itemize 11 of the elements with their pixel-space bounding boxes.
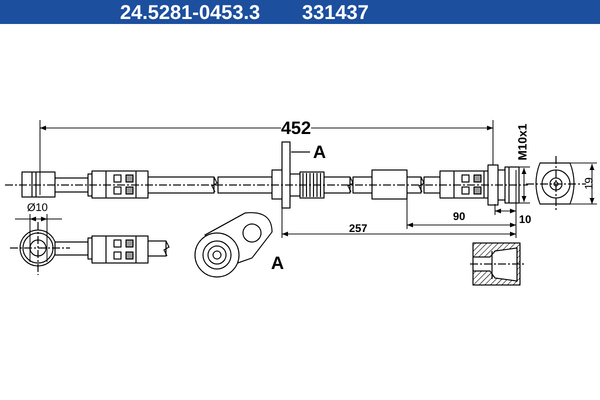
section-label: A — [271, 254, 284, 272]
dimension-value: 452 — [281, 119, 312, 137]
thread-size: M10x1 — [516, 124, 528, 160]
section-label: A — [313, 143, 326, 161]
dimension-value: Ø10 — [27, 203, 48, 214]
dimension-value: 257 — [349, 224, 368, 235]
dimension-value: 19 — [584, 177, 596, 190]
part-number: 331437 — [302, 3, 369, 23]
dimension-value: 10 — [519, 215, 532, 226]
dimension-value: 90 — [453, 212, 466, 223]
part-number: 24.5281-0453.3 — [120, 3, 260, 23]
